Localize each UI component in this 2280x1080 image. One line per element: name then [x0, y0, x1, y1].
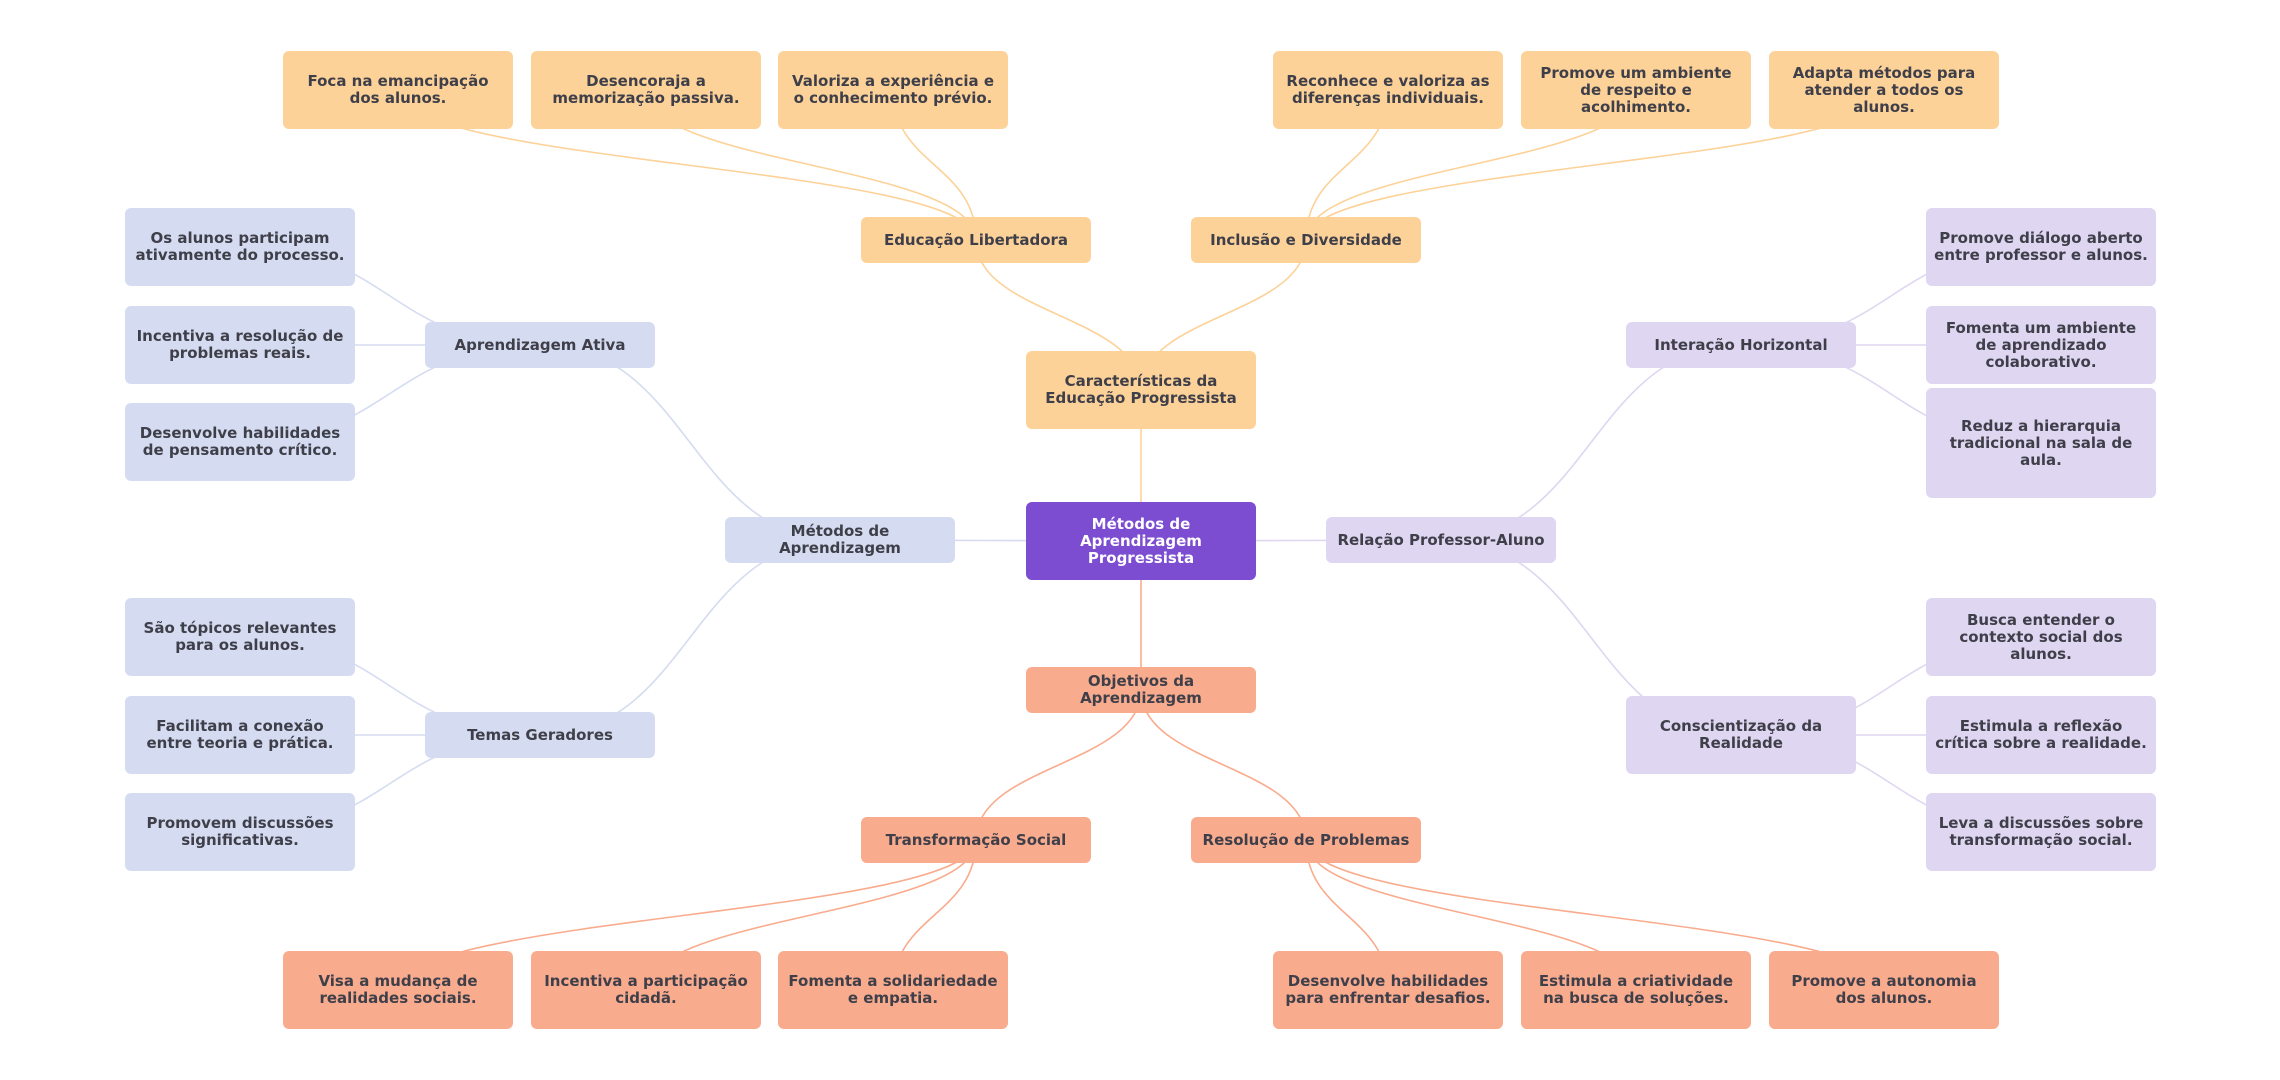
node-inclusao-diversidade[interactable]: Inclusão e Diversidade — [1191, 217, 1421, 263]
node-objetivos[interactable]: Objetivos da Aprendizagem — [1026, 667, 1256, 713]
leaf-ativa-3[interactable]: Desenvolve habilidades de pensamento crí… — [125, 403, 355, 481]
leaf-libertadora-2[interactable]: Desencoraja a memorização passiva. — [531, 51, 761, 129]
link-node-metodos-to-node-aprendizagem-ativa — [539, 344, 841, 541]
link-node-objetivos-to-node-transformacao-social — [975, 689, 1142, 841]
link-node-relacao-to-node-interacao-horizontal — [1440, 344, 1742, 541]
leaf-temas-2[interactable]: Facilitam a conexão entre teoria e práti… — [125, 696, 355, 774]
node-educacao-libertadora[interactable]: Educação Libertadora — [861, 217, 1091, 263]
node-resolucao-problemas[interactable]: Resolução de Problemas — [1191, 817, 1421, 863]
leaf-ativa-1[interactable]: Os alunos participam ativamente do proce… — [125, 208, 355, 286]
leaf-transformacao-3[interactable]: Fomenta a solidariedade e empatia. — [778, 951, 1008, 1029]
leaf-inclusao-1[interactable]: Reconhece e valoriza as diferenças indiv… — [1273, 51, 1503, 129]
leaf-transformacao-2[interactable]: Incentiva a participação cidadã. — [531, 951, 761, 1029]
link-node-objetivos-to-node-resolucao-problemas — [1140, 689, 1307, 841]
leaf-inclusao-2[interactable]: Promove um ambiente de respeito e acolhi… — [1521, 51, 1751, 129]
leaf-interacao-3[interactable]: Reduz a hierarquia tradicional na sala d… — [1926, 388, 2156, 498]
root-node[interactable]: Métodos de Aprendizagem Progressista — [1026, 502, 1256, 580]
leaf-conscientizacao-1[interactable]: Busca entender o contexto social dos alu… — [1926, 598, 2156, 676]
node-interacao-horizontal[interactable]: Interação Horizontal — [1626, 322, 1856, 368]
leaf-temas-1[interactable]: São tópicos relevantes para os alunos. — [125, 598, 355, 676]
leaf-conscientizacao-3[interactable]: Leva a discussões sobre transformação so… — [1926, 793, 2156, 871]
link-node-metodos-to-node-temas-geradores — [539, 539, 841, 736]
node-conscientizacao[interactable]: Conscientização da Realidade — [1626, 696, 1856, 774]
leaf-libertadora-1[interactable]: Foca na emancipação dos alunos. — [283, 51, 513, 129]
leaf-interacao-1[interactable]: Promove diálogo aberto entre professor e… — [1926, 208, 2156, 286]
leaf-temas-3[interactable]: Promovem discussões significativas. — [125, 793, 355, 871]
leaf-libertadora-3[interactable]: Valoriza a experiência e o conhecimento … — [778, 51, 1008, 129]
leaf-ativa-2[interactable]: Incentiva a resolução de problemas reais… — [125, 306, 355, 384]
node-relacao[interactable]: Relação Professor-Aluno — [1326, 517, 1556, 563]
leaf-transformacao-1[interactable]: Visa a mudança de realidades sociais. — [283, 951, 513, 1029]
leaf-resolucao-2[interactable]: Estimula a criatividade na busca de solu… — [1521, 951, 1751, 1029]
leaf-resolucao-1[interactable]: Desenvolve habilidades para enfrentar de… — [1273, 951, 1503, 1029]
leaf-interacao-2[interactable]: Fomenta um ambiente de aprendizado colab… — [1926, 306, 2156, 384]
node-transformacao-social[interactable]: Transformação Social — [861, 817, 1091, 863]
leaf-resolucao-3[interactable]: Promove a autonomia dos alunos. — [1769, 951, 1999, 1029]
node-caracteristicas[interactable]: Características da Educação Progressista — [1026, 351, 1256, 429]
node-temas-geradores[interactable]: Temas Geradores — [425, 712, 655, 758]
node-aprendizagem-ativa[interactable]: Aprendizagem Ativa — [425, 322, 655, 368]
leaf-inclusao-3[interactable]: Adapta métodos para atender a todos os a… — [1769, 51, 1999, 129]
node-metodos[interactable]: Métodos de Aprendizagem — [725, 517, 955, 563]
leaf-conscientizacao-2[interactable]: Estimula a reflexão crítica sobre a real… — [1926, 696, 2156, 774]
